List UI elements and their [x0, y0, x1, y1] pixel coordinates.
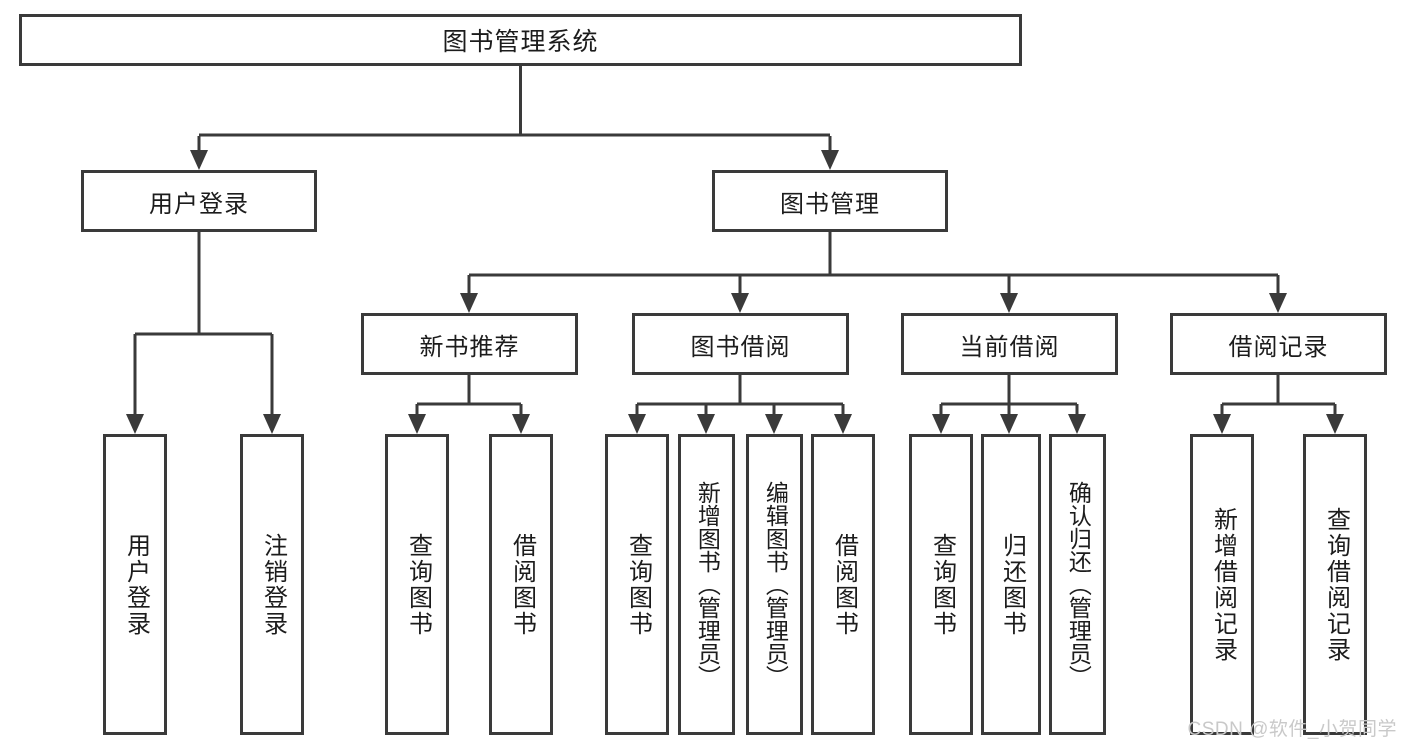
- node-label: 编辑图书（管理员）: [762, 481, 789, 688]
- node-current-borrow[interactable]: 当前借阅: [901, 313, 1118, 375]
- node-label: 新书推荐: [419, 333, 520, 361]
- node-label: 查询图书: [404, 532, 432, 637]
- leaf-current-query-book[interactable]: 查询图书: [909, 434, 973, 735]
- node-label: 查询图书: [928, 532, 956, 637]
- node-root-system[interactable]: 图书管理系统: [19, 14, 1022, 66]
- node-label: 图书借阅: [690, 333, 791, 361]
- connectors-borrow-record: [1213, 375, 1344, 434]
- node-label: 归还图书: [998, 532, 1026, 637]
- connectors-current-borrow: [932, 375, 1086, 434]
- connectors-book-borrow: [628, 375, 852, 434]
- leaf-borrow-borrow-book[interactable]: 借阅图书: [811, 434, 875, 735]
- node-label: 借阅图书: [508, 532, 536, 637]
- node-label: 借阅图书: [830, 532, 858, 637]
- leaf-borrow-query-book[interactable]: 查询图书: [605, 434, 669, 735]
- leaf-record-add-record[interactable]: 新增借阅记录: [1190, 434, 1254, 735]
- node-book-borrow[interactable]: 图书借阅: [632, 313, 849, 375]
- leaf-current-confirm-return-admin[interactable]: 确认归还（管理员）: [1049, 434, 1106, 735]
- node-label: 查询图书: [624, 532, 652, 637]
- node-borrow-record[interactable]: 借阅记录: [1170, 313, 1387, 375]
- connectors-book-management: [460, 232, 1287, 313]
- leaf-record-query-record[interactable]: 查询借阅记录: [1303, 434, 1367, 735]
- node-label: 查询借阅记录: [1322, 506, 1350, 663]
- node-user-login[interactable]: 用户登录: [81, 170, 317, 232]
- node-label: 图书管理系统: [442, 28, 599, 56]
- leaf-current-return-book[interactable]: 归还图书: [981, 434, 1041, 735]
- watermark: CSDN @软件_小贺同学: [1187, 719, 1397, 740]
- node-label: 图书管理: [780, 190, 880, 218]
- node-label: 新增借阅记录: [1209, 506, 1237, 663]
- leaf-user-login[interactable]: 用户登录: [103, 434, 167, 735]
- connectors-user-login: [126, 232, 281, 434]
- node-label: 确认归还（管理员）: [1065, 481, 1092, 688]
- node-label: 当前借阅: [959, 333, 1060, 361]
- node-label: 借阅记录: [1228, 333, 1329, 361]
- leaf-newbook-borrow-book[interactable]: 借阅图书: [489, 434, 553, 735]
- node-label: 用户登录: [122, 532, 150, 637]
- node-new-book-recommend[interactable]: 新书推荐: [361, 313, 578, 375]
- leaf-borrow-edit-book-admin[interactable]: 编辑图书（管理员）: [746, 434, 803, 735]
- connectors-new-book: [408, 375, 530, 434]
- leaf-logout-login[interactable]: 注销登录: [240, 434, 304, 735]
- leaf-borrow-add-book-admin[interactable]: 新增图书（管理员）: [678, 434, 735, 735]
- node-label: 新增图书（管理员）: [694, 481, 721, 688]
- connectors-root: [190, 66, 839, 170]
- node-label: 用户登录: [149, 190, 249, 218]
- node-book-management[interactable]: 图书管理: [712, 170, 948, 232]
- leaf-newbook-query-book[interactable]: 查询图书: [385, 434, 449, 735]
- node-label: 注销登录: [259, 532, 287, 637]
